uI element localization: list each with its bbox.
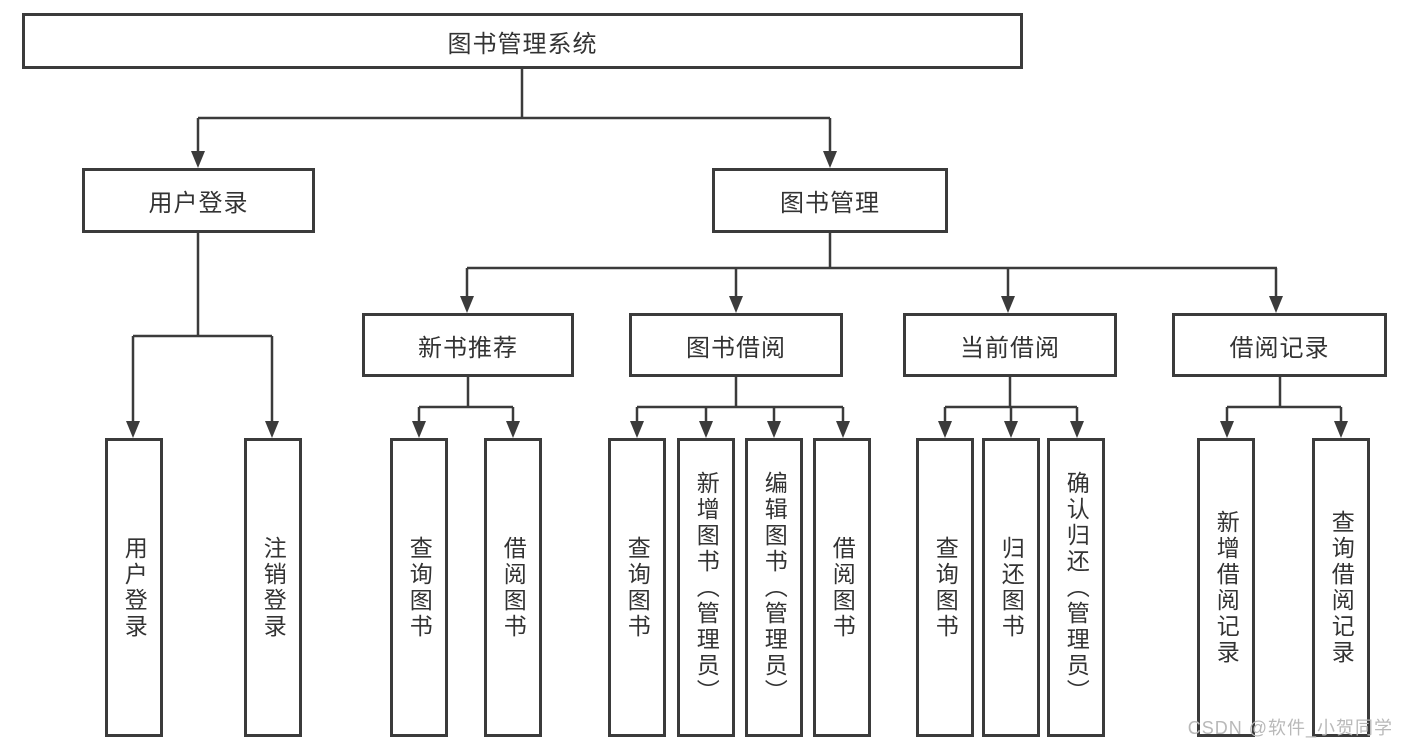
leaf-logout: 注销登录 [244,438,302,737]
arrowhead-icon [729,296,743,313]
arrowheads [126,151,1348,438]
arrowhead-icon [506,421,520,438]
arrowhead-icon [412,421,426,438]
leaf-br-add-record: 新增借阅记录 [1197,438,1255,737]
node-current-borrowing: 当前借阅 [903,313,1117,377]
arrowhead-icon [938,421,952,438]
arrowhead-icon [1220,421,1234,438]
arrowhead-icon [836,421,850,438]
leaf-cb-return-books: 归还图书 [982,438,1040,737]
csdn-watermark: CSDN @软件_小贺同学 [1187,718,1393,738]
node-root-system: 图书管理系统 [22,13,1023,69]
arrowhead-icon [630,421,644,438]
arrowhead-icon [1269,296,1283,313]
node-user-login: 用户登录 [82,168,315,233]
arrowhead-icon [126,421,140,438]
arrowhead-icon [460,296,474,313]
leaf-bb-borrow-books: 借阅图书 [813,438,871,737]
leaf-user-login: 用户登录 [105,438,163,737]
node-borrowing-records: 借阅记录 [1172,313,1387,377]
node-new-book-recommend: 新书推荐 [362,313,574,377]
arrowhead-icon [767,421,781,438]
arrowhead-icon [265,421,279,438]
node-book-borrowing: 图书借阅 [629,313,843,377]
leaf-bb-query-books: 查询图书 [608,438,666,737]
node-book-management: 图书管理 [712,168,948,233]
arrowhead-icon [1001,296,1015,313]
arrowhead-icon [1004,421,1018,438]
arrowhead-icon [1070,421,1084,438]
arrowhead-icon [823,151,837,168]
leaf-bb-add-books-admin: 新增图书（管理员） [677,438,735,737]
arrowhead-icon [191,151,205,168]
leaf-br-query-record: 查询借阅记录 [1312,438,1370,737]
connector-path [131,69,1343,422]
leaf-cb-query-books: 查询图书 [916,438,974,737]
leaf-nbr-query-books: 查询图书 [390,438,448,737]
leaf-bb-edit-books-admin: 编辑图书（管理员） [745,438,803,737]
leaf-nbr-borrow-books: 借阅图书 [484,438,542,737]
arrowhead-icon [699,421,713,438]
leaf-cb-confirm-return-admin: 确认归还（管理员） [1047,438,1105,737]
arrowhead-icon [1334,421,1348,438]
